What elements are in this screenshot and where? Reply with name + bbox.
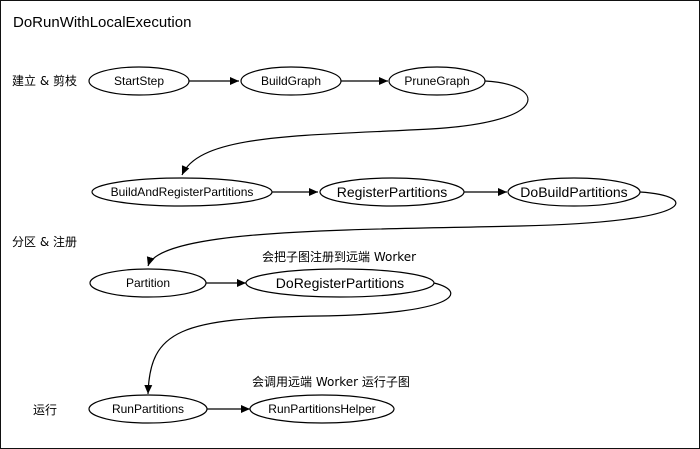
edge-dobuildpartitions-partition (146, 191, 677, 267)
diagram-title: DoRunWithLocalExecution (13, 14, 191, 31)
edge-prunegraph-buildandregister (181, 80, 529, 176)
node-label: RunPartitionsHelper (268, 402, 375, 416)
node-label: RunPartitions (112, 402, 184, 416)
node-label: RegisterPartitions (337, 184, 448, 200)
node-label: BuildGraph (261, 74, 321, 88)
node-start-step: StartStep (88, 66, 190, 96)
section-label-run: 运行 (33, 403, 57, 417)
node-build-graph: BuildGraph (240, 66, 342, 96)
node-do-register-partitions: DoRegisterPartitions (245, 268, 435, 298)
note-call-worker-run: 会调用远端 Worker 运行子图 (252, 375, 410, 389)
node-partition: Partition (89, 268, 207, 298)
node-prune-graph: PruneGraph (388, 66, 486, 96)
node-label: Partition (126, 276, 170, 290)
node-label: StartStep (114, 74, 164, 88)
section-label-partition-register: 分区 & 注册 (12, 234, 77, 249)
node-label: DoBuildPartitions (520, 184, 627, 200)
node-label: DoRegisterPartitions (276, 275, 404, 291)
node-label: BuildAndRegisterPartitions (111, 185, 254, 199)
node-run-partitions-helper: RunPartitionsHelper (249, 394, 395, 424)
node-register-partitions: RegisterPartitions (319, 177, 465, 207)
node-do-build-partitions: DoBuildPartitions (507, 177, 641, 207)
edge-doregisterpartitions-runpartitions (144, 282, 452, 395)
node-build-and-register-partitions: BuildAndRegisterPartitions (91, 177, 273, 207)
node-run-partitions: RunPartitions (88, 394, 208, 424)
note-register-to-worker: 会把子图注册到远端 Worker (262, 249, 416, 264)
section-label-build-prune: 建立 & 剪枝 (12, 73, 77, 88)
node-label: PruneGraph (404, 74, 469, 88)
